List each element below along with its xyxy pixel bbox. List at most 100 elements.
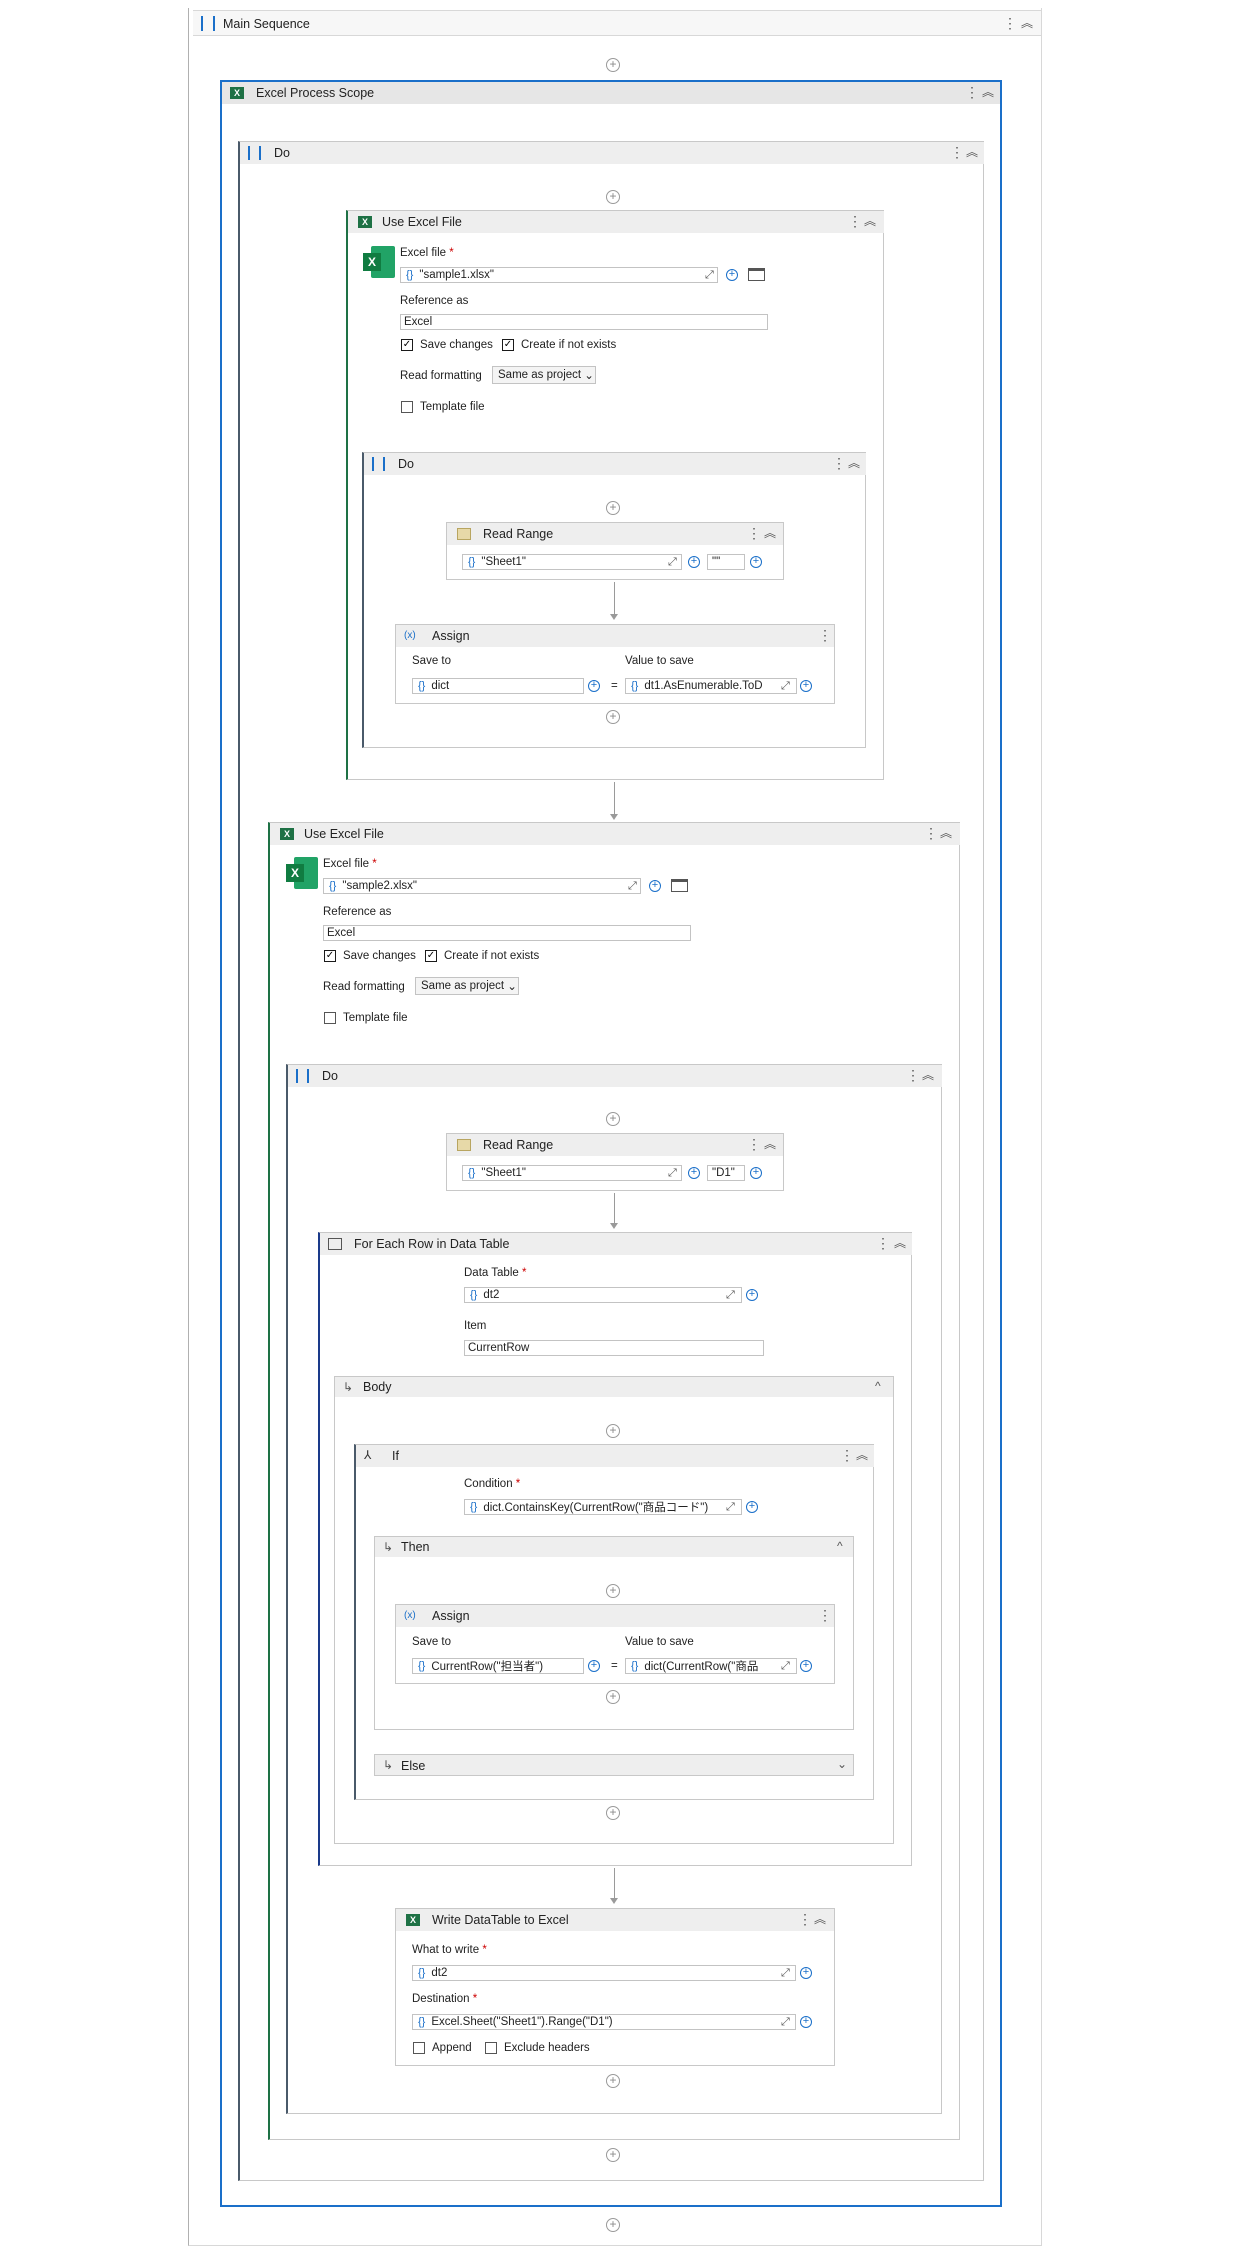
add-activity-plus[interactable]: + [606,2218,620,2232]
menu-icon[interactable]: ⋮ [747,1136,761,1152]
do-outer-header[interactable]: Do ⋮ ︽ [240,142,984,164]
expand-icon[interactable]: ⤢ [705,269,714,281]
create-if-not-exists-checkbox[interactable]: ✓ [502,339,514,351]
save-changes-checkbox[interactable]: ✓ [401,339,413,351]
menu-icon[interactable]: ⋮ [798,1911,812,1927]
add-variable-icon[interactable]: + [688,1167,700,1179]
add-activity-plus[interactable]: + [606,58,620,72]
add-variable-icon[interactable]: + [726,269,738,281]
value-to-save-input[interactable]: {}dt1.AsEnumerable.ToD [625,678,797,694]
expand-icon[interactable]: ⤢ [668,1167,677,1179]
use-excel-header[interactable]: X Use Excel File ⋮ ︽ [348,211,884,233]
expand-icon[interactable]: ⤢ [726,1501,735,1513]
expand-icon[interactable]: ⤢ [668,556,677,568]
template-file-checkbox[interactable] [401,401,413,413]
excel-file-input[interactable]: {}"sample2.xlsx" [323,878,641,894]
read-range-header[interactable]: Read Range ⋮ ︽ [447,1134,783,1156]
add-variable-icon[interactable]: + [750,1167,762,1179]
read-range-1[interactable]: Read Range ⋮ ︽ [446,522,784,580]
add-activity-plus[interactable]: + [606,710,620,724]
save-to-input[interactable]: {}CurrentRow("担当者") [412,1658,584,1674]
what-to-write-input[interactable]: {}dt2 [412,1965,796,1981]
expand-icon[interactable]: ⤢ [726,1289,735,1301]
else-branch[interactable]: ↳ Else ⌄ [374,1754,854,1776]
read-formatting-dropdown[interactable]: Same as project ⌄ [415,977,519,995]
body-header[interactable]: ↳ Body ^ [335,1377,893,1397]
exclude-headers-checkbox[interactable] [485,2042,497,2054]
add-variable-icon[interactable]: + [649,880,661,892]
expand-icon[interactable]: ⤢ [628,880,637,892]
chevron-up-icon[interactable]: ^ [875,1379,881,1393]
write-datatable-to-excel[interactable]: X Write DataTable to Excel ⋮ ︽ [395,1908,835,2066]
destination-input[interactable]: {}Excel.Sheet("Sheet1").Range("D1") [412,2014,796,2030]
template-file-checkbox[interactable] [324,1012,336,1024]
collapse-icon[interactable]: ︽ [982,85,995,99]
append-checkbox[interactable] [413,2042,425,2054]
main-sequence-header[interactable]: Main Sequence ⋮ ︽ [193,10,1041,36]
collapse-icon[interactable]: ︽ [764,1137,777,1151]
menu-icon[interactable]: ⋮ [876,1235,890,1251]
expand-icon[interactable]: ⤢ [781,680,790,692]
sheet-name-input[interactable]: {}"Sheet1" [462,1165,682,1181]
collapse-icon[interactable]: ︽ [814,1912,827,1926]
menu-icon[interactable]: ⋮ [965,84,979,100]
add-activity-plus[interactable]: + [606,1424,620,1438]
range-input[interactable]: "D1" [707,1165,745,1181]
collapse-icon[interactable]: ︽ [856,1448,869,1462]
menu-icon[interactable]: ⋮ [818,627,832,643]
add-variable-icon[interactable]: + [588,680,600,692]
item-input[interactable]: CurrentRow [464,1340,764,1356]
range-input[interactable]: "" [707,554,745,570]
expand-icon[interactable]: ⤢ [781,1660,790,1672]
collapse-icon[interactable]: ︽ [848,456,861,470]
collapse-icon[interactable]: ︽ [894,1236,907,1250]
add-variable-icon[interactable]: + [588,1660,600,1672]
menu-icon[interactable]: ⋮ [1003,15,1017,31]
condition-input[interactable]: {}dict.ContainsKey(CurrentRow("商品コード") [464,1499,742,1515]
collapse-icon[interactable]: ︽ [864,214,877,228]
chevron-down-icon[interactable]: ⌄ [837,1757,848,1771]
add-activity-plus[interactable]: + [606,2148,620,2162]
add-variable-icon[interactable]: + [746,1501,758,1513]
add-activity-plus[interactable]: + [606,1806,620,1820]
menu-icon[interactable]: ⋮ [747,525,761,541]
menu-icon[interactable]: ⋮ [906,1067,920,1083]
save-changes-checkbox[interactable]: ✓ [324,950,336,962]
sheet-name-input[interactable]: {}"Sheet1" [462,554,682,570]
add-activity-plus[interactable]: + [606,1690,620,1704]
expand-icon[interactable]: ⤢ [781,1967,790,1979]
create-if-not-exists-checkbox[interactable]: ✓ [425,950,437,962]
excel-file-input[interactable]: {}"sample1.xlsx" [400,267,718,283]
add-variable-icon[interactable]: + [750,556,762,568]
folder-icon[interactable] [748,268,765,281]
add-activity-plus[interactable]: + [606,190,620,204]
collapse-icon[interactable]: ︽ [922,1068,935,1082]
then-header[interactable]: ↳ Then ^ [375,1537,853,1557]
read-range-header[interactable]: Read Range ⋮ ︽ [447,523,783,545]
assign-header[interactable]: (x) Assign ⋮ [396,1605,834,1627]
menu-icon[interactable]: ⋮ [832,455,846,471]
do-header[interactable]: Do ⋮ ︽ [364,453,866,475]
do-header[interactable]: Do ⋮ ︽ [288,1065,942,1087]
menu-icon[interactable]: ⋮ [840,1447,854,1463]
collapse-icon[interactable]: ︽ [966,145,979,159]
write-datatable-header[interactable]: X Write DataTable to Excel ⋮ ︽ [396,1909,834,1931]
add-activity-plus[interactable]: + [606,2074,620,2088]
menu-icon[interactable]: ⋮ [924,825,938,841]
menu-icon[interactable]: ⋮ [818,1607,832,1623]
collapse-icon[interactable]: ︽ [940,826,953,840]
collapse-icon[interactable]: ︽ [764,526,777,540]
read-formatting-dropdown[interactable]: Same as project ⌄ [492,366,596,384]
assign-header[interactable]: (x) Assign ⋮ [396,625,834,647]
excel-process-scope-header[interactable]: X Excel Process Scope ⋮ ︽ [222,82,1000,104]
value-to-save-input[interactable]: {}dict(CurrentRow("商品 [625,1658,797,1674]
save-to-input[interactable]: {}dict [412,678,584,694]
for-each-header[interactable]: For Each Row in Data Table ⋮ ︽ [320,1233,912,1255]
chevron-up-icon[interactable]: ^ [837,1539,843,1553]
reference-as-input[interactable]: Excel [323,925,691,941]
expand-icon[interactable]: ⤢ [781,2016,790,2028]
add-variable-icon[interactable]: + [746,1289,758,1301]
collapse-icon[interactable]: ︽ [1021,16,1034,30]
menu-icon[interactable]: ⋮ [950,144,964,160]
reference-as-input[interactable]: Excel [400,314,768,330]
